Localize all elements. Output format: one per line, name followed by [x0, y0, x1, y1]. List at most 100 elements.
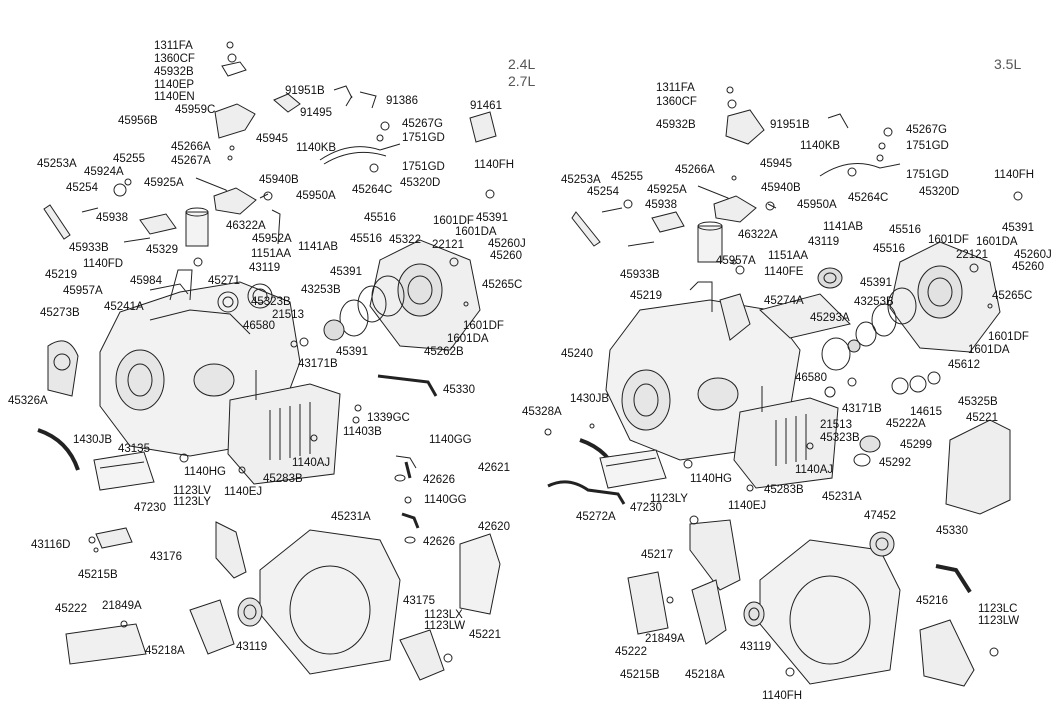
part-label[interactable]: 45260: [1012, 261, 1044, 273]
part-label[interactable]: 45938: [96, 212, 128, 224]
part-label[interactable]: 1140EN: [154, 91, 195, 103]
part-label[interactable]: 45320D: [400, 177, 441, 189]
part-label[interactable]: 45218A: [685, 669, 725, 681]
part-label[interactable]: 1123LW: [424, 620, 466, 632]
part-label[interactable]: 45933B: [69, 242, 109, 254]
part-label[interactable]: 45222: [615, 646, 647, 658]
part-label[interactable]: 43253B: [854, 296, 894, 308]
part-label[interactable]: 1140FD: [83, 258, 124, 270]
part-label[interactable]: 1751GD: [906, 140, 949, 152]
part-label[interactable]: 45391: [1002, 222, 1034, 234]
part-label[interactable]: 45266A: [171, 141, 211, 153]
part-label[interactable]: 1140HG: [184, 466, 226, 478]
part-label[interactable]: 1140AJ: [292, 457, 331, 469]
part-label[interactable]: 46322A: [226, 220, 266, 232]
part-label[interactable]: 1311FA: [656, 82, 695, 94]
part-label[interactable]: 45254: [66, 182, 98, 194]
part-label[interactable]: 1123LV: [173, 485, 211, 497]
part-label[interactable]: 1140GG: [429, 434, 472, 446]
part-label[interactable]: 43171B: [298, 358, 338, 370]
part-label[interactable]: 45221: [469, 629, 501, 641]
part-label[interactable]: 1360CF: [656, 96, 697, 108]
part-label[interactable]: 45283B: [263, 473, 303, 485]
part-label[interactable]: 45267G: [402, 118, 443, 130]
part-label[interactable]: 45253A: [37, 158, 77, 170]
part-label[interactable]: 1430JB: [73, 434, 113, 446]
part-label[interactable]: 45950A: [797, 199, 837, 211]
part-label[interactable]: 42620: [478, 521, 510, 533]
part-label[interactable]: 1360CF: [154, 53, 195, 65]
part-label[interactable]: 21513: [272, 309, 304, 321]
part-label[interactable]: 45959C: [175, 104, 216, 116]
part-label[interactable]: 45984: [130, 275, 162, 287]
part-label[interactable]: 1140EJ: [224, 486, 263, 498]
part-label[interactable]: 1311FA: [154, 40, 193, 52]
part-label[interactable]: 45240: [561, 348, 593, 360]
part-label[interactable]: 1141AB: [823, 221, 864, 233]
part-label[interactable]: 46580: [243, 320, 275, 332]
part-label[interactable]: 45330: [443, 384, 475, 396]
part-label[interactable]: 21849A: [102, 600, 142, 612]
part-label[interactable]: 46580: [795, 372, 827, 384]
part-label[interactable]: 45215B: [620, 669, 660, 681]
part-label[interactable]: 1339GC: [367, 412, 410, 424]
part-label[interactable]: 22121: [432, 239, 464, 251]
part-label[interactable]: 43119: [740, 641, 772, 653]
part-label[interactable]: 45940B: [259, 174, 299, 186]
part-label[interactable]: 1123LY: [650, 493, 688, 505]
part-label[interactable]: 1140EP: [154, 79, 195, 91]
part-label[interactable]: 45272A: [576, 511, 616, 523]
part-label[interactable]: 45231A: [822, 491, 862, 503]
part-label[interactable]: 46322A: [738, 229, 778, 241]
part-label[interactable]: 21849A: [645, 633, 685, 645]
part-label[interactable]: 45391: [476, 212, 508, 224]
part-label[interactable]: 45221: [966, 412, 998, 424]
part-label[interactable]: 43171B: [842, 403, 882, 415]
part-label[interactable]: 45516: [364, 212, 396, 224]
part-label[interactable]: 45260: [490, 250, 522, 262]
part-label[interactable]: 45956B: [118, 115, 158, 127]
part-label[interactable]: 45328A: [522, 406, 562, 418]
part-label[interactable]: 1140AJ: [795, 464, 834, 476]
part-label[interactable]: 45255: [113, 153, 145, 165]
part-label[interactable]: 1140KB: [296, 142, 337, 154]
part-label[interactable]: 45264C: [848, 192, 889, 204]
part-label[interactable]: 1123LY: [173, 496, 211, 508]
part-label[interactable]: 1140FH: [762, 690, 803, 702]
part-label[interactable]: 45260J: [1014, 249, 1052, 261]
part-label[interactable]: 1601DA: [455, 226, 497, 238]
part-label[interactable]: 45267G: [906, 124, 947, 136]
part-label[interactable]: 1751GD: [906, 169, 949, 181]
part-label[interactable]: 1140KB: [800, 140, 841, 152]
part-label[interactable]: 45322: [389, 234, 421, 246]
part-label[interactable]: 45933B: [620, 269, 660, 281]
part-label[interactable]: 45950A: [296, 190, 336, 202]
part-label[interactable]: 45217: [641, 549, 673, 561]
part-label[interactable]: 45924A: [84, 166, 124, 178]
part-label[interactable]: 42621: [478, 462, 510, 474]
part-label[interactable]: 1601DF: [928, 234, 969, 246]
part-label[interactable]: 45932B: [656, 119, 696, 131]
part-label[interactable]: 45254: [587, 186, 619, 198]
part-label[interactable]: 1601DA: [968, 344, 1010, 356]
part-label[interactable]: 42626: [423, 474, 455, 486]
part-label[interactable]: 91461: [470, 100, 502, 112]
part-label[interactable]: 1601DF: [433, 215, 474, 227]
part-label[interactable]: 45274A: [764, 295, 804, 307]
part-label[interactable]: 45241A: [104, 301, 144, 313]
part-label[interactable]: 45264C: [352, 184, 393, 196]
part-label[interactable]: 45299: [900, 439, 932, 451]
part-label[interactable]: 45326A: [8, 395, 48, 407]
part-label[interactable]: 45925A: [647, 184, 687, 196]
part-label[interactable]: 21513: [820, 419, 852, 431]
part-label[interactable]: 45218A: [145, 645, 185, 657]
part-label[interactable]: 45255: [611, 171, 643, 183]
part-label[interactable]: 45320D: [919, 186, 960, 198]
part-label[interactable]: 43116D: [31, 539, 71, 551]
part-label[interactable]: 45330: [936, 525, 968, 537]
part-label[interactable]: 45945: [256, 133, 288, 145]
part-label[interactable]: 45231A: [331, 511, 371, 523]
part-label[interactable]: 1751GD: [402, 161, 445, 173]
part-label[interactable]: 1601DF: [988, 331, 1029, 343]
part-label[interactable]: 43119: [236, 641, 268, 653]
